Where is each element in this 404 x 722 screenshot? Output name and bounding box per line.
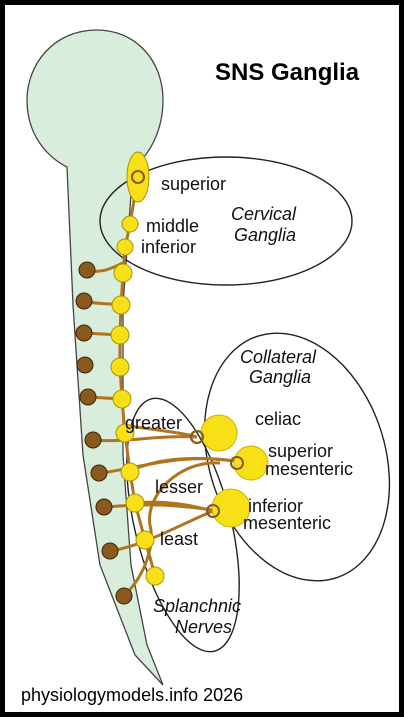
neuron-body [101,542,119,560]
label-least-splanchnic: least [160,529,198,549]
cervical-ganglia-ellipse [99,156,353,286]
chain-ganglion [111,295,131,315]
cervical-ganglia-label-line1: Cervical [231,204,297,224]
label-greater-splanchnic: greater [125,413,182,433]
neuron-body [79,388,97,406]
neuron-body [75,324,93,342]
chain-ganglion [110,357,130,377]
inferior-mesenteric-ganglion [211,488,251,528]
splanchnic-nerves-label-line2: Nerves [175,617,232,637]
collateral-ganglia [200,414,269,528]
neuron-body [90,464,108,482]
chain-ganglion [135,530,155,550]
collateral-ganglia-ellipse [203,332,391,582]
preganglionic-neurons [75,261,133,605]
label-celiac: celiac [255,409,301,429]
footer-credit: physiologymodels.info 2026 [21,685,243,705]
middle-cervical-ganglion [121,215,139,233]
chain-ganglion [112,389,132,409]
neuron-body [95,498,113,516]
chain-ganglion [110,325,130,345]
cervical-ganglia-label-line2: Ganglia [234,225,296,245]
celiac-ganglion [200,414,238,452]
label-superior-mesenteric-line2: mesenteric [265,459,353,479]
collateral-ganglia-label-line2: Ganglia [249,367,311,387]
spinal-cord [26,29,164,686]
label-inferior-mesenteric-line1: inferior [248,496,303,516]
superior-mesenteric-ganglion [233,445,269,481]
chain-ganglia [110,151,165,586]
label-lesser-splanchnic: lesser [155,477,203,497]
neuron-body [75,292,93,310]
inferior-cervical-ganglion [116,238,134,256]
label-inferior-cervical: inferior [141,237,196,257]
neuron-body [115,587,133,605]
splanchnic-nerves-label-line1: Splanchnic [153,596,241,616]
diagram-title: SNS Ganglia [215,59,360,86]
label-superior-mesenteric-line1: superior [268,441,333,461]
label-superior-cervical: superior [161,174,226,194]
neuron-body [76,356,94,374]
neuron-body [78,261,96,279]
label-middle-cervical: middle [146,216,199,236]
chain-ganglion [145,566,165,586]
collateral-synapse-rings [190,430,244,518]
sns-ganglia-diagram: SNS Ganglia superior middle inferior Cer… [21,29,391,705]
chain-ganglion [125,493,145,513]
superior-cervical-ganglion [126,151,150,203]
collateral-ganglia-label-line1: Collateral [240,347,317,367]
chain-ganglion [120,462,140,482]
label-inferior-mesenteric-line2: mesenteric [243,513,331,533]
chain-ganglion [115,423,135,443]
chain-ganglion [113,263,133,283]
neuron-body [84,431,102,449]
